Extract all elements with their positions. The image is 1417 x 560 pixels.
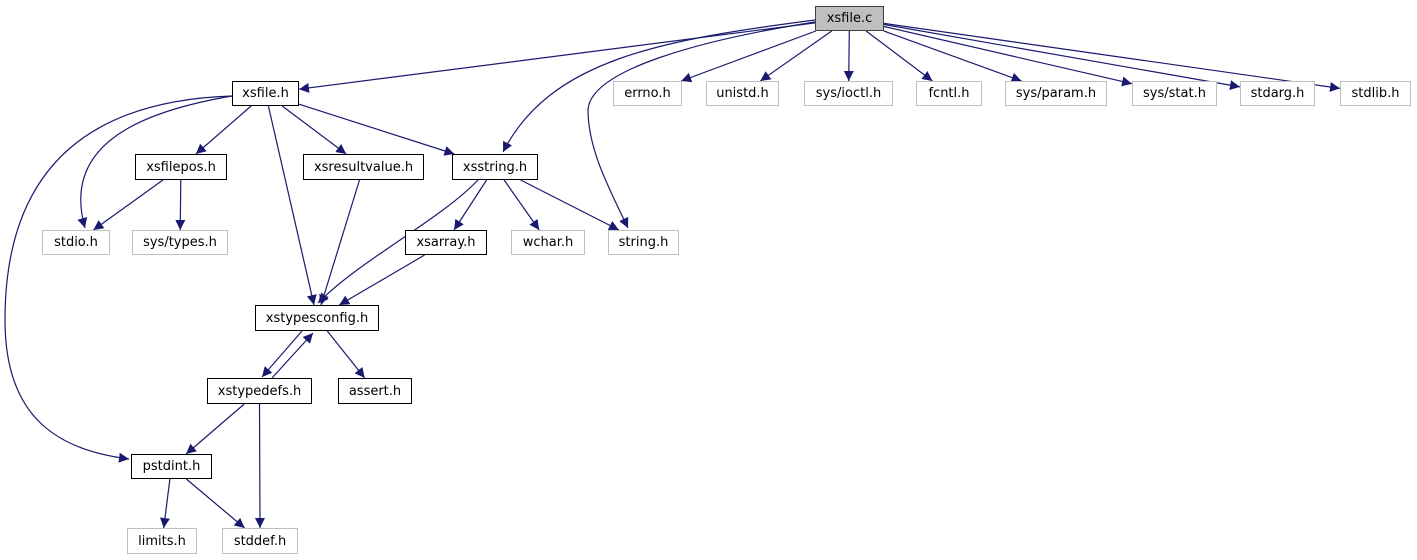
edge-xstypedefs-h-to-stddef-h [254, 403, 265, 529]
node-sys-param-h: sys/param.h [1005, 81, 1107, 106]
node-xsfile-h[interactable]: xsfile.h [232, 81, 299, 106]
edge-xsfilepos-h-to-sys-types-h [175, 179, 186, 231]
edge-pstdint-h-to-limits-h [159, 478, 171, 529]
node-xstypedefs-h[interactable]: xstypedefs.h [207, 378, 312, 404]
node-stdlib-h: stdlib.h [1340, 81, 1411, 106]
edge-xsfile-h-to-xstypesconfig-h [267, 105, 317, 306]
node-assert-h[interactable]: assert.h [338, 378, 412, 404]
edge-xsstring-h-to-string-h [520, 179, 620, 231]
edge-xsfile-h-to-xsstring-h [298, 103, 455, 156]
edge-xsfile-c-to-stdarg-h [883, 23, 1241, 91]
edge-xsfile-c-to-sys-stat-h [883, 25, 1133, 87]
node-xsarray-h[interactable]: xsarray.h [405, 230, 487, 255]
edge-xstypedefs-h-to-pstdint-h [185, 403, 245, 455]
edge-xsfile-c-to-sys-ioctl-h [843, 30, 854, 82]
edge-xsfile-c-to-string-h [587, 21, 816, 229]
node-errno-h: errno.h [613, 81, 682, 106]
node-wchar-h: wchar.h [511, 230, 585, 255]
node-xsresultvalue-h[interactable]: xsresultvalue.h [303, 154, 424, 180]
edge-xsstring-h-to-xsarray-h [453, 179, 488, 231]
edge-xstypedefs-h-to-xstypesconfig-h [271, 332, 314, 379]
edge-xsstring-h-to-wchar-h [503, 179, 540, 231]
node-xsstring-h[interactable]: xsstring.h [452, 154, 538, 180]
node-stdio-h: stdio.h [42, 230, 110, 255]
edge-xsfile-h-to-xsfilepos-h [195, 105, 252, 155]
node-xsfilepos-h[interactable]: xsfilepos.h [135, 154, 227, 180]
edge-xsfile-h-to-pstdint-h [4, 95, 233, 463]
edge-pstdint-h-to-stddef-h [185, 478, 245, 529]
edge-xsfile-c-to-xsstring-h [502, 19, 816, 153]
edge-xsfile-h-to-xsresultvalue-h [281, 105, 347, 155]
edge-xsfile-c-to-stdlib-h [883, 22, 1341, 92]
node-sys-ioctl-h: sys/ioctl.h [804, 81, 893, 106]
node-stddef-h: stddef.h [222, 528, 298, 554]
node-limits-h: limits.h [127, 528, 197, 554]
node-sys-stat-h: sys/stat.h [1132, 81, 1217, 106]
node-fcntl-h: fcntl.h [916, 81, 982, 106]
node-pstdint-h[interactable]: pstdint.h [131, 454, 212, 479]
edge-xsarray-h-to-xstypesconfig-h [338, 254, 425, 306]
edge-xsfile-c-to-sys-param-h [883, 30, 1022, 83]
edge-xstypesconfig-h-to-xstypedefs-h [261, 330, 303, 378]
edge-xsfile-c-to-unistd-h [759, 30, 833, 82]
node-string-h: string.h [608, 230, 679, 255]
edge-xsfile-c-to-xsfile-h [298, 22, 816, 93]
node-xstypesconfig-h[interactable]: xstypesconfig.h [255, 305, 379, 331]
edge-xsfilepos-h-to-stdio-h [93, 179, 164, 231]
node-unistd-h: unistd.h [706, 81, 779, 106]
node-stdarg-h: stdarg.h [1240, 81, 1315, 106]
edge-xsstring-h-to-xstypesconfig-h [317, 179, 479, 304]
node-sys-types-h: sys/types.h [132, 230, 228, 255]
edge-xsfile-h-to-stdio-h [77, 95, 233, 229]
edge-xsfile-c-to-fcntl-h [865, 30, 933, 82]
edge-xsresultvalue-h-to-xstypesconfig-h [319, 179, 361, 306]
node-xsfile-c: xsfile.c [815, 6, 884, 31]
edge-xsfile-c-to-errno-h [680, 30, 817, 83]
edge-xstypesconfig-h-to-assert-h [326, 330, 366, 379]
